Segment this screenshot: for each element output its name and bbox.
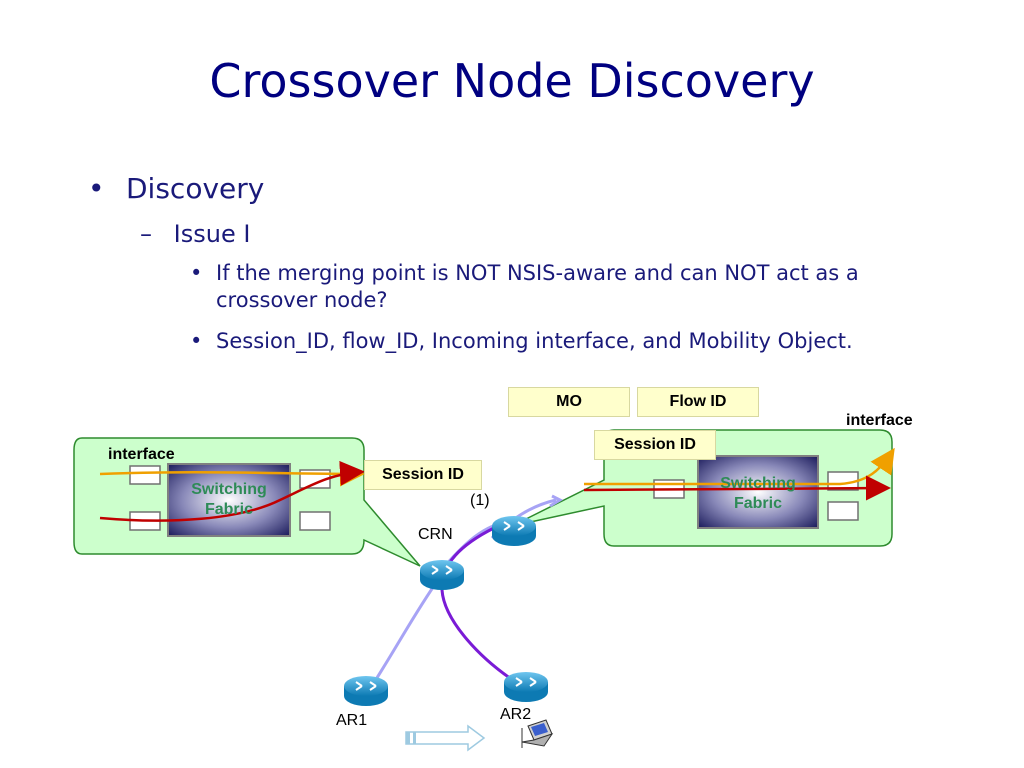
flow-id-label: Flow ID xyxy=(637,387,759,417)
session-id-label-right: Session ID xyxy=(594,430,716,460)
fabric-right-line2: Fabric xyxy=(733,495,782,512)
bullet-marker: • xyxy=(88,172,105,205)
left-orange-flow xyxy=(99,461,365,487)
session-id-label-left: Session ID xyxy=(364,460,482,490)
left-port-in-top xyxy=(129,465,161,485)
fabric-label-right: Switching Fabric xyxy=(698,474,818,514)
right-port-out-bottom xyxy=(827,501,859,521)
bullet-text: If the merging point is NOT NSIS-aware a… xyxy=(216,261,859,312)
bullet-marker: • xyxy=(190,329,203,353)
right-switching-fabric xyxy=(697,455,819,529)
bullet-text: Discovery xyxy=(126,172,265,205)
ar2-label: AR2 xyxy=(500,706,532,723)
bullet-marker: • xyxy=(190,261,203,285)
step-label: (1) xyxy=(470,492,490,509)
bullet-text: Session_ID, flow_ID, Incoming interface,… xyxy=(216,329,853,353)
router-r1-icon xyxy=(492,516,536,546)
interface-label-left: interface xyxy=(108,446,175,463)
left-red-flow xyxy=(99,460,365,522)
issue-text: Issue I xyxy=(173,220,251,248)
dash-marker: – xyxy=(140,220,152,248)
crn-label: CRN xyxy=(418,526,453,543)
fabric-left-line1: Switching xyxy=(191,481,267,498)
router-ar2-icon xyxy=(504,672,548,702)
right-orange-flow xyxy=(583,447,895,486)
router-crn-icon xyxy=(420,560,464,590)
interface-label-right: interface xyxy=(846,412,913,429)
laptop-icon xyxy=(521,719,554,748)
ar1-label: AR1 xyxy=(336,712,368,729)
router-ar1-icon xyxy=(344,676,388,706)
left-port-out-bottom xyxy=(299,511,331,531)
mo-label: MO xyxy=(508,387,630,417)
movement-arrow-icon xyxy=(405,724,486,752)
bullet-issue: – Issue I xyxy=(140,220,250,248)
path-ar2-crn-router1 xyxy=(440,526,523,688)
arrow-head-step1 xyxy=(549,494,564,508)
fabric-label-left: Switching Fabric xyxy=(168,480,290,520)
left-switching-fabric xyxy=(167,463,291,537)
right-red-flow xyxy=(583,475,891,501)
fabric-left-line2: Fabric xyxy=(204,501,253,518)
slide-title: Crossover Node Discovery xyxy=(209,54,815,108)
fabric-right-line1: Switching xyxy=(720,475,796,492)
